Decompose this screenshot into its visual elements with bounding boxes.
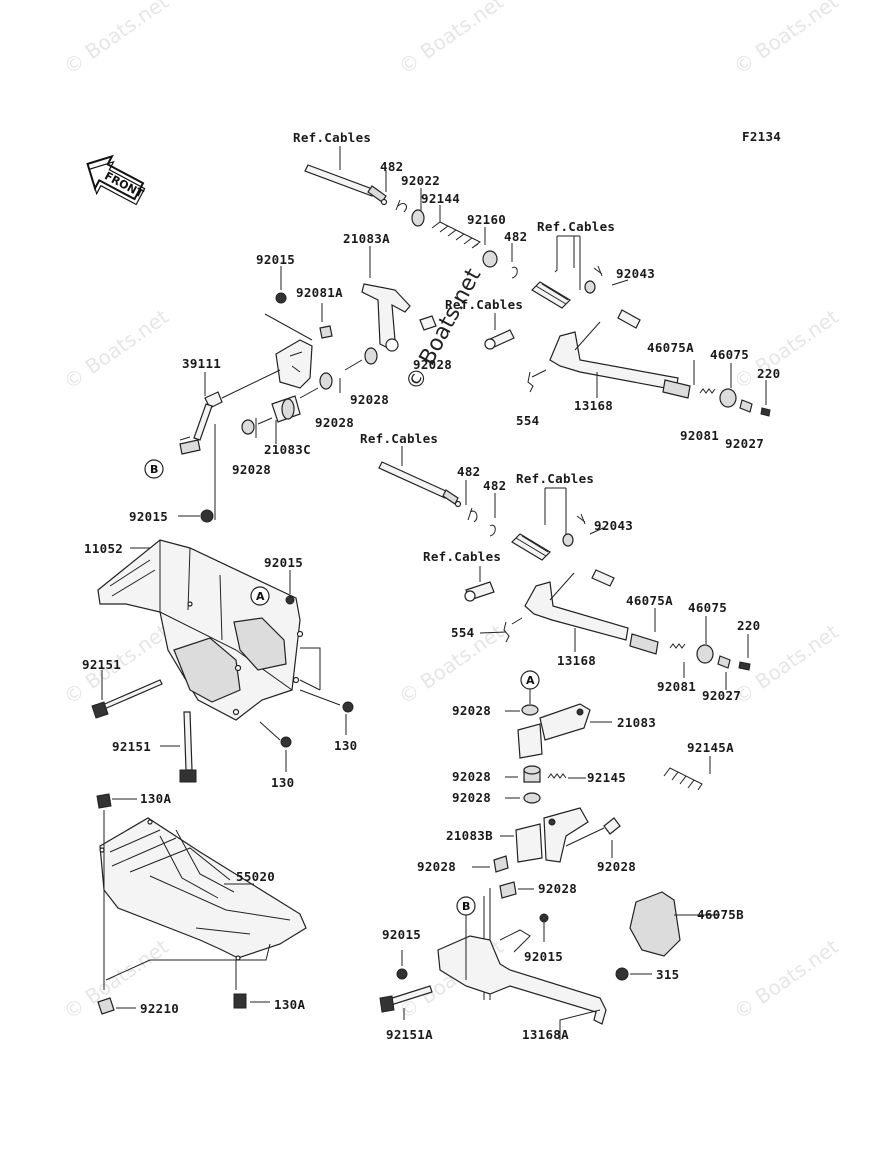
- label-92022: 92022: [401, 173, 440, 188]
- label-13168: 13168: [557, 653, 596, 668]
- label-92210: 92210: [140, 1001, 179, 1016]
- label-92081: 92081: [657, 679, 696, 694]
- label-130: 130: [334, 738, 357, 753]
- label-92028: 92028: [452, 703, 491, 718]
- callout-b-label: B: [462, 900, 470, 913]
- callout-a-label: A: [526, 674, 535, 687]
- label-315: 315: [656, 967, 679, 982]
- label-92160: 92160: [467, 212, 506, 227]
- watermark: © Boats.net: [729, 934, 843, 1024]
- arm-21083A-group: [179, 246, 437, 520]
- label-ref-cables: Ref.Cables: [360, 431, 438, 446]
- label-92028: 92028: [350, 392, 389, 407]
- label-92081a: 92081A: [296, 285, 343, 300]
- label-21083c: 21083C: [264, 442, 311, 457]
- watermark: © Boats.net: [59, 304, 173, 394]
- label-220: 220: [737, 618, 760, 633]
- label-92015: 92015: [129, 509, 168, 524]
- label-21083: 21083: [617, 715, 656, 730]
- label-482: 482: [483, 478, 506, 493]
- label-ref-cables: Ref.Cables: [537, 219, 615, 234]
- label-130a: 130A: [274, 997, 305, 1012]
- label-46075a: 46075A: [626, 593, 673, 608]
- label-92151: 92151: [112, 739, 151, 754]
- skid-plate-group: [96, 793, 307, 1015]
- label-ref-cables: Ref.Cables: [293, 130, 371, 145]
- label-92081: 92081: [680, 428, 719, 443]
- label-92028: 92028: [597, 859, 636, 874]
- label-ref-cables: Ref.Cables: [423, 549, 501, 564]
- label-92028: 92028: [538, 881, 577, 896]
- label-ref-cables: Ref.Cables: [516, 471, 594, 486]
- callout-a-label: A: [256, 590, 265, 603]
- label-92015: 92015: [524, 949, 563, 964]
- label-11052: 11052: [84, 541, 123, 556]
- label-21083a: 21083A: [343, 231, 390, 246]
- label-92145a: 92145A: [687, 740, 734, 755]
- front-arrow-icon: FRONT: [86, 154, 146, 206]
- label-482: 482: [504, 229, 527, 244]
- label-46075: 46075: [710, 347, 749, 362]
- label-92043: 92043: [616, 266, 655, 281]
- label-92145: 92145: [587, 770, 626, 785]
- label-13168: 13168: [574, 398, 613, 413]
- label-39111: 39111: [182, 356, 221, 371]
- spring-92144: [431, 221, 481, 249]
- label-ref-cables: Ref.Cables: [445, 297, 523, 312]
- label-554: 554: [516, 413, 539, 428]
- callout-b-label: B: [150, 463, 158, 476]
- label-21083b: 21083B: [446, 828, 493, 843]
- label-92027: 92027: [702, 688, 741, 703]
- label-130: 130: [271, 775, 294, 790]
- watermark: © Boats.net: [729, 0, 843, 79]
- callout-b-2: B: [456, 896, 476, 916]
- label-92028: 92028: [232, 462, 271, 477]
- bracket-11052-group: [91, 509, 354, 783]
- watermark: © Boats.net: [59, 0, 173, 79]
- label-92027: 92027: [725, 436, 764, 451]
- label-92151: 92151: [82, 657, 121, 672]
- label-92015: 92015: [256, 252, 295, 267]
- label-92043: 92043: [594, 518, 633, 533]
- callout-a-1: A: [250, 586, 270, 606]
- label-46075a: 46075A: [647, 340, 694, 355]
- label-92151a: 92151A: [386, 1027, 433, 1042]
- label-482: 482: [380, 159, 403, 174]
- callout-b-1: B: [144, 459, 164, 479]
- label-46075b: 46075B: [697, 907, 744, 922]
- top-cable-assembly: [304, 146, 771, 417]
- label-482: 482: [457, 464, 480, 479]
- middle-cable-assembly: [378, 446, 751, 690]
- label-46075: 46075: [688, 600, 727, 615]
- label-92015: 92015: [264, 555, 303, 570]
- part-labels: Ref.Cables 482 92022 92144 92160 482 Ref…: [82, 130, 780, 1042]
- label-92028: 92028: [452, 790, 491, 805]
- label-92028: 92028: [413, 357, 452, 372]
- label-220: 220: [757, 366, 780, 381]
- label-55020: 55020: [236, 869, 275, 884]
- label-92028: 92028: [315, 415, 354, 430]
- label-130a: 130A: [140, 791, 171, 806]
- pedal-assembly: [379, 688, 720, 1040]
- watermark-center: © Boats.net: [401, 264, 486, 395]
- label-554: 554: [451, 625, 474, 640]
- label-92015: 92015: [382, 927, 421, 942]
- callout-a-2: A: [520, 670, 540, 690]
- label-92028: 92028: [417, 859, 456, 874]
- label-13168a: 13168A: [522, 1027, 569, 1042]
- label-92144: 92144: [421, 191, 460, 206]
- watermark: © Boats.net: [394, 0, 508, 79]
- figure-code: F2134: [742, 129, 781, 144]
- label-92028: 92028: [452, 769, 491, 784]
